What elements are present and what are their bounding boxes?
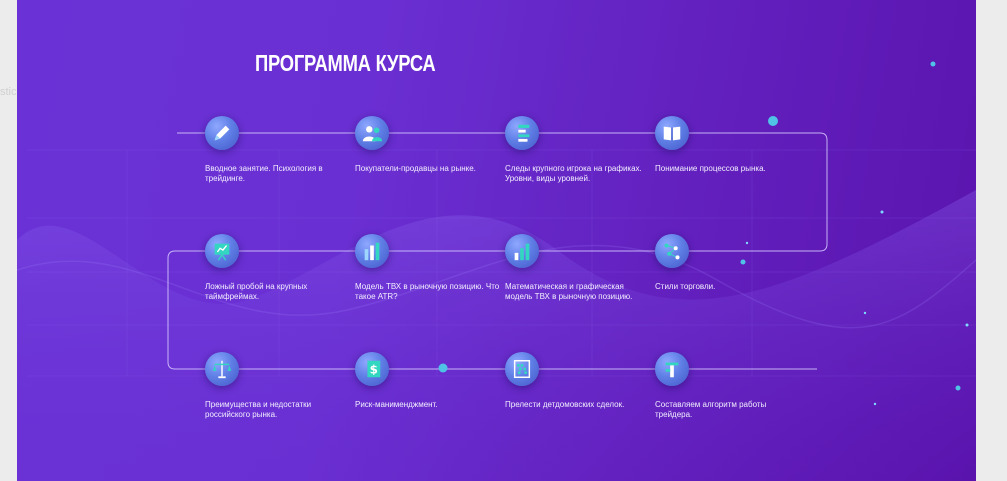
algorithm-icon	[655, 352, 689, 386]
presentation-icon	[205, 234, 239, 268]
network-icon	[655, 234, 689, 268]
bar-chart-icon	[505, 234, 539, 268]
program-step-label: Следы крупного игрока на графиках. Уровн…	[505, 164, 642, 183]
program-step-label: Покупатели-продавцы на рынке.	[355, 164, 476, 173]
people-icon	[355, 116, 389, 150]
program-step-label: Математическая и графическая модель ТВХ …	[505, 282, 633, 301]
program-step-label: Модель ТВХ в рыночную позицию. Что такое…	[355, 282, 500, 301]
background-page-text: stics	[0, 86, 22, 98]
course-program-slide: ПРОГРАММА КУРСА Вводное занятие. Психоло…	[17, 0, 976, 481]
program-step-label: Ложный пробой на крупных таймфреймах.	[205, 282, 308, 301]
course-program-title: ПРОГРАММА КУРСА	[255, 50, 436, 76]
bars-stack-icon	[505, 116, 539, 150]
money-icon: $	[355, 352, 389, 386]
svg-text:$: $	[370, 363, 378, 377]
book-icon	[655, 116, 689, 150]
program-step-label: Стили торговли.	[655, 282, 716, 291]
program-step-label: Составляем алгоритм работы трейдера.	[655, 400, 767, 419]
program-step-label: Преимущества и недостатки российского ры…	[205, 400, 312, 419]
scales-icon	[205, 352, 239, 386]
program-step-label: Прелести детдомовских сделок.	[505, 400, 625, 409]
pencil-icon	[205, 116, 239, 150]
program-step-label: Риск-манименджмент.	[355, 400, 438, 409]
program-step-label: Вводное занятие. Психология в трейдинге.	[205, 164, 323, 183]
columns-icon	[355, 234, 389, 268]
abacus-icon	[505, 352, 539, 386]
decorative-background	[17, 61, 976, 481]
program-step-label: Понимание процессов рынка.	[655, 164, 766, 173]
